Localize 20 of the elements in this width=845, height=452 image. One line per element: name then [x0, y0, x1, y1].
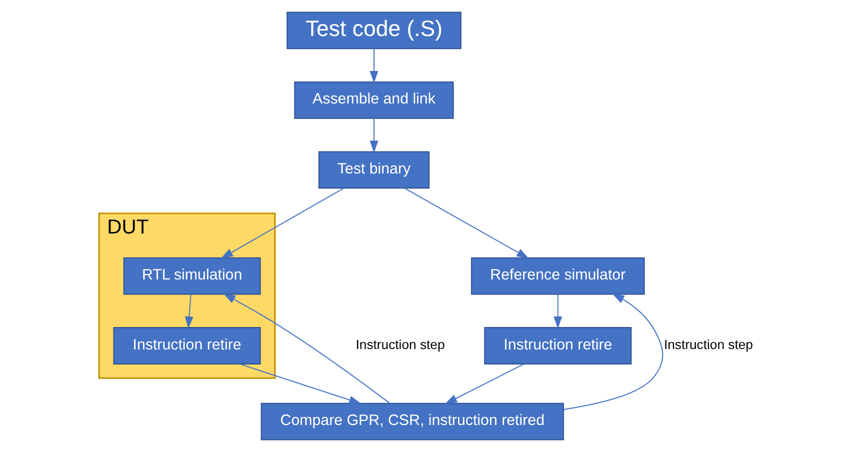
- node-box: Test binary: [318, 151, 430, 189]
- node-box: Assemble and link: [294, 82, 454, 119]
- arrow: [184, 294, 193, 329]
- node-box: RTL simulation: [122, 257, 260, 295]
- arrow: [369, 48, 378, 84]
- arrow: [553, 294, 562, 329]
- arrow: [220, 188, 344, 259]
- node-box: Compare GPR, CSR, instruction retired: [260, 402, 564, 440]
- edge-label: Instruction step: [663, 337, 752, 352]
- node-box: Test code (.S): [286, 12, 461, 50]
- node-box: Instruction retire: [112, 327, 260, 364]
- arrow: [238, 363, 361, 404]
- arrow: [444, 364, 524, 404]
- arrow: [222, 293, 390, 404]
- arrow: [404, 188, 528, 259]
- node-box: Reference simulator: [470, 257, 644, 295]
- node-box: Instruction retire: [484, 327, 632, 364]
- arrow: [369, 118, 378, 153]
- arrow: [563, 294, 663, 410]
- edge-label: Instruction step: [355, 337, 444, 352]
